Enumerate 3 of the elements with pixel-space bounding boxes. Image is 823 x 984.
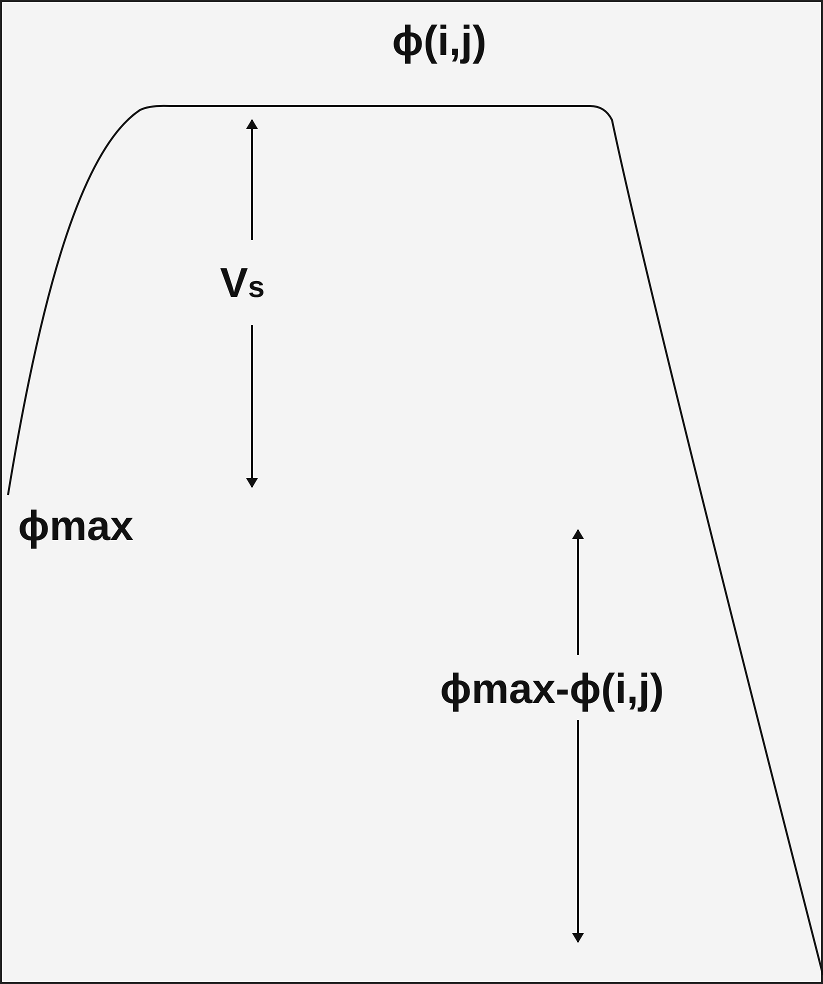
symbol-label: ϕmax-ϕ(i,j) [440,668,664,710]
symbol-label: ϕmax [18,505,134,547]
symbol-label: ϕ(i,j) [392,20,486,62]
